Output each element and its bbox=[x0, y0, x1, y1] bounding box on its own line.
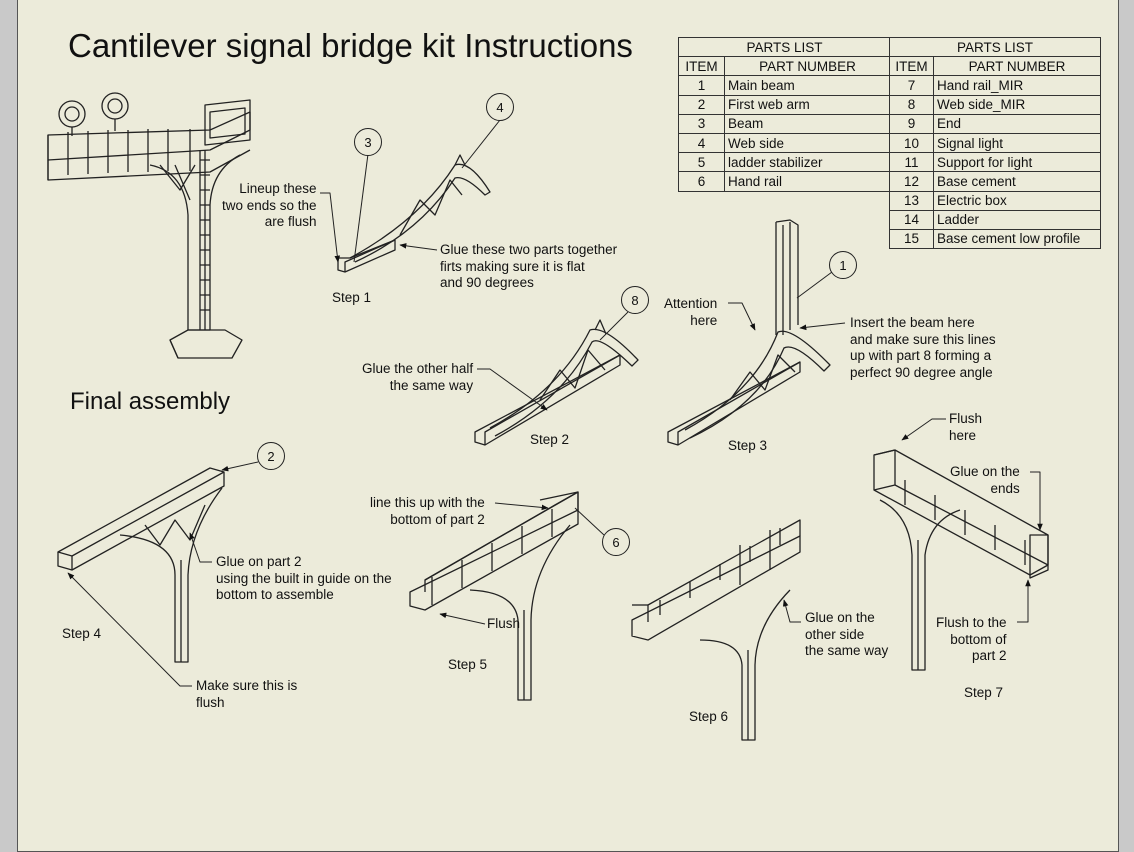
item-number: 10 bbox=[889, 132, 934, 154]
col-header-item: ITEM bbox=[678, 56, 725, 77]
step4-illustration bbox=[57, 467, 225, 663]
part-name: Ladder bbox=[933, 209, 1101, 230]
part-name: Main beam bbox=[724, 75, 891, 96]
step7-illustration bbox=[873, 449, 1049, 671]
step-5-label: Step 5 bbox=[448, 657, 488, 672]
step2-illustration bbox=[474, 319, 639, 446]
part-name: Base cement bbox=[933, 171, 1101, 192]
col-header-part: PART NUMBER bbox=[933, 56, 1101, 77]
step-3-label: Step 3 bbox=[728, 438, 768, 453]
note-glue-two-parts: Glue these two parts together firts maki… bbox=[440, 242, 618, 290]
part-name: Base cement low profile bbox=[933, 228, 1101, 250]
part-name: End bbox=[933, 113, 1101, 134]
step1-illustration bbox=[337, 154, 491, 273]
step6-illustration bbox=[631, 519, 801, 741]
note-flush-bottom: Flush to the bottom of part 2 bbox=[936, 615, 1007, 663]
item-number: 3 bbox=[678, 113, 725, 134]
note-line-up: line this up with the bottom of part 2 bbox=[370, 495, 485, 527]
col-header-item: ITEM bbox=[889, 56, 934, 77]
item-number: 5 bbox=[678, 152, 725, 173]
part-name: ladder stabilizer bbox=[724, 152, 891, 173]
part-name: Web side_MIR bbox=[933, 94, 1101, 115]
col-header-part: PART NUMBER bbox=[724, 56, 891, 77]
callout-balloon-1: 1 bbox=[829, 251, 857, 279]
step-7-label: Step 7 bbox=[964, 685, 1004, 700]
step-2-label: Step 2 bbox=[530, 432, 570, 447]
callout-balloon-2: 2 bbox=[257, 442, 285, 470]
note-glue-ends: Glue on the ends bbox=[950, 464, 1020, 496]
step-6-label: Step 6 bbox=[689, 709, 729, 724]
item-number: 1 bbox=[678, 75, 725, 96]
final-assembly-heading: Final assembly bbox=[70, 388, 231, 415]
note-lineup: Lineup these two ends so the are flush bbox=[222, 181, 317, 229]
part-name: Electric box bbox=[933, 190, 1101, 211]
item-number: 4 bbox=[678, 132, 725, 154]
item-number: 6 bbox=[678, 171, 725, 192]
item-number: 14 bbox=[889, 209, 934, 230]
note-attention: Attention here bbox=[664, 296, 718, 328]
note-glue-other-half: Glue the other half the same way bbox=[362, 361, 474, 393]
assembled-bridge-illustration bbox=[47, 92, 251, 359]
item-number: 9 bbox=[889, 113, 934, 134]
parts-list-caption: PARTS LIST bbox=[678, 36, 891, 58]
item-number: 2 bbox=[678, 94, 725, 115]
note-flush-here: Flush here bbox=[949, 411, 983, 443]
parts-list-caption: PARTS LIST bbox=[889, 36, 1101, 58]
callout-balloon-6: 6 bbox=[602, 528, 630, 556]
step-1-label: Step 1 bbox=[332, 290, 372, 305]
item-number: 7 bbox=[889, 75, 934, 96]
part-name: Hand rail bbox=[724, 171, 891, 192]
leader-lines bbox=[67, 119, 1043, 687]
page-title: Cantilever signal bridge kit Instruction… bbox=[68, 27, 633, 64]
step3-illustration bbox=[667, 219, 831, 446]
note-make-sure-flush: Make sure this is flush bbox=[196, 678, 298, 710]
part-name: Signal light bbox=[933, 132, 1101, 154]
part-name: Beam bbox=[724, 113, 891, 134]
step-4-label: Step 4 bbox=[62, 626, 102, 641]
callout-balloon-4: 4 bbox=[486, 93, 514, 121]
item-number: 13 bbox=[889, 190, 934, 211]
callout-balloon-8: 8 bbox=[621, 286, 649, 314]
part-name: Hand rail_MIR bbox=[933, 75, 1101, 96]
item-number: 15 bbox=[889, 228, 934, 250]
note-insert-beam: Insert the beam here and make sure this … bbox=[850, 315, 996, 380]
callout-balloon-3: 3 bbox=[354, 128, 382, 156]
item-number: 11 bbox=[889, 152, 934, 173]
note-glue-part2: Glue on part 2 using the built in guide … bbox=[216, 554, 392, 602]
part-name: Web side bbox=[724, 132, 891, 154]
note-flush-step5: Flush bbox=[487, 616, 521, 631]
item-number: 12 bbox=[889, 171, 934, 192]
part-name: Support for light bbox=[933, 152, 1101, 173]
part-name: First web arm bbox=[724, 94, 891, 115]
step5-illustration bbox=[409, 491, 579, 701]
note-glue-other-side: Glue on the other side the same way bbox=[805, 610, 889, 658]
item-number: 8 bbox=[889, 94, 934, 115]
